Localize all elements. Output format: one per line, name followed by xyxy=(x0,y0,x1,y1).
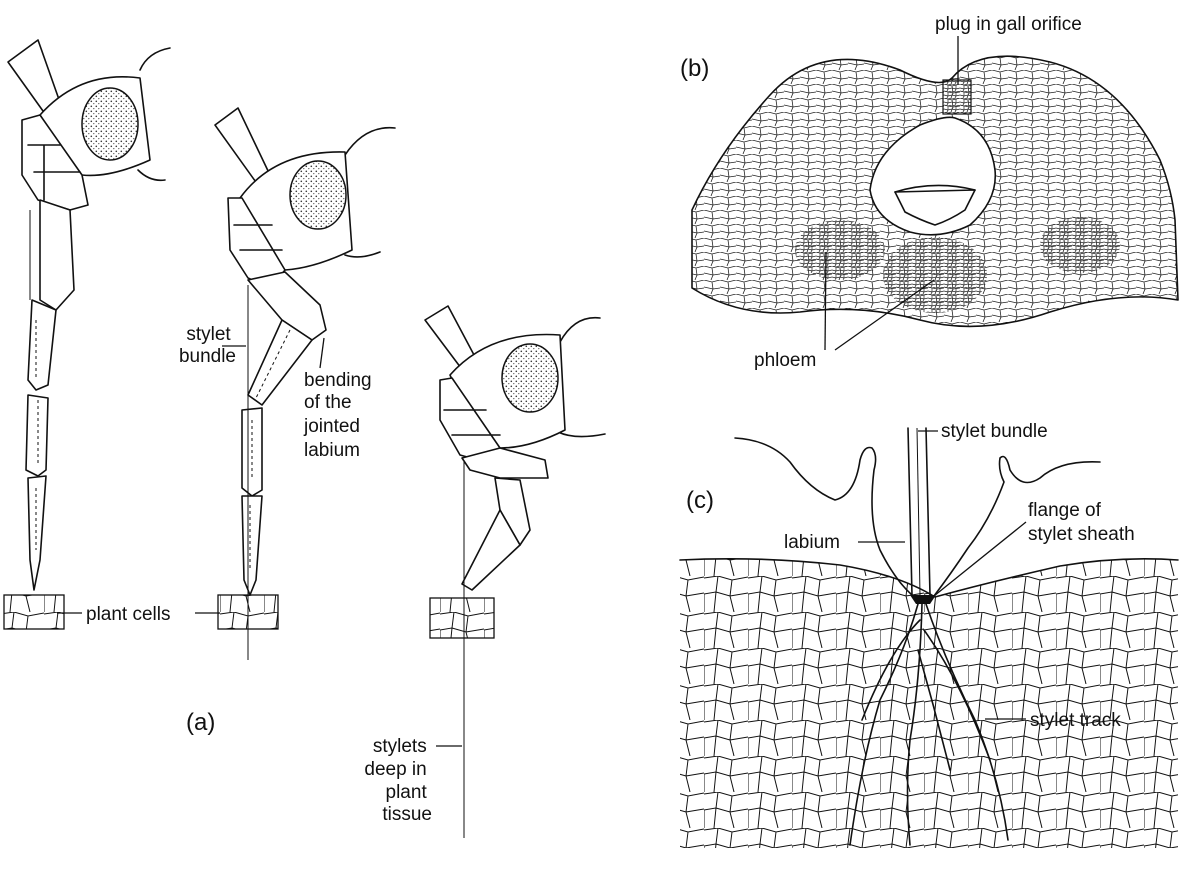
panel-b-gall-section xyxy=(691,55,1179,328)
panel-a-insect-2 xyxy=(214,107,396,660)
panel-c-stylet-track xyxy=(679,427,1179,848)
panel-label-b: (b) xyxy=(680,55,709,82)
label-plug-gall-orifice: plug in gall orifice xyxy=(935,14,1082,35)
label-stylet-bundle-c: stylet bundle xyxy=(941,421,1048,442)
panel-label-c: (c) xyxy=(686,487,714,514)
leader-flange xyxy=(933,521,1027,597)
label-plant-cells: plant cells xyxy=(86,604,171,625)
label-stylet-track: stylet track xyxy=(1030,710,1121,731)
label-bending-labium: bending of the jointed labium xyxy=(303,370,377,461)
leader-bending xyxy=(319,337,325,369)
panel-a-insect-1 xyxy=(3,39,171,630)
leader-phloem-1 xyxy=(824,251,827,351)
leader-phloem-2 xyxy=(834,279,935,351)
panel-label-a: (a) xyxy=(186,709,215,736)
label-stylet-bundle-a: stylet bundle xyxy=(179,324,236,367)
panel-a-insect-3 xyxy=(424,305,606,838)
label-phloem: phloem xyxy=(754,350,816,371)
label-stylets-deep: stylets deep in plant tissue xyxy=(364,736,432,825)
label-flange-stylet-sheath: flange of stylet sheath xyxy=(1028,500,1135,545)
label-labium: labium xyxy=(784,532,840,553)
